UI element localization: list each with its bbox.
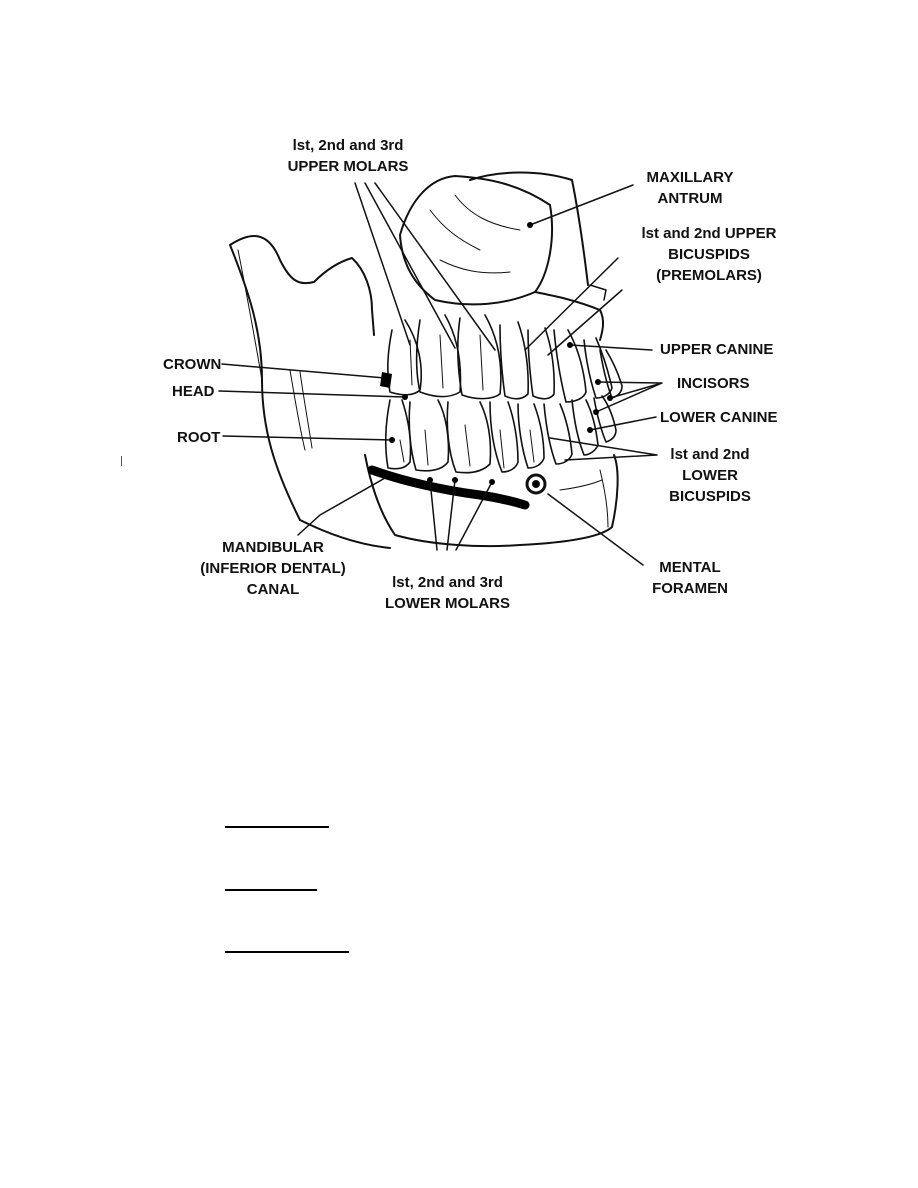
label-head: HEAD: [172, 383, 215, 400]
label-maxillary-antrum: MAXILLARY ANTRUM: [646, 169, 734, 207]
label-upper-canine: UPPER CANINE: [660, 341, 774, 358]
margin-mark: [121, 456, 122, 466]
mandible-body: [364, 454, 619, 548]
label-crown: CROWN: [163, 356, 222, 373]
label-lower-molars: lst, 2nd and 3rd LOWER MOLARS: [385, 574, 510, 612]
leader-lines: [218, 182, 663, 566]
maxillary-antrum-outline: [399, 175, 553, 306]
upper-teeth: [387, 314, 623, 403]
mandibular-canal-band: [367, 465, 530, 510]
answer-blank[interactable]: [225, 951, 349, 953]
mental-foramen-hole: [525, 473, 547, 495]
label-incisors: INCISORS: [677, 375, 750, 392]
label-upper-molars: lst, 2nd and 3rd UPPER MOLARS: [287, 137, 409, 175]
label-root: ROOT: [177, 429, 221, 446]
answer-blank[interactable]: [225, 826, 329, 828]
label-mandibular-canal: MANDIBULAR (INFERIOR DENTAL) CANAL: [200, 539, 346, 598]
label-lower-bicuspids: lst and 2nd LOWER BICUSPIDS: [669, 446, 751, 505]
label-mental-foramen: MENTAL FORAMEN: [652, 559, 728, 597]
label-upper-bicuspids: lst and 2nd UPPER BICUSPIDS (PREMOLARS): [641, 225, 777, 284]
mandible-ramus: [229, 235, 375, 521]
jaw-teeth-illustration: [218, 171, 663, 566]
label-lower-canine: LOWER CANINE: [660, 409, 778, 426]
answer-blank[interactable]: [225, 889, 317, 891]
lower-teeth: [385, 395, 617, 474]
